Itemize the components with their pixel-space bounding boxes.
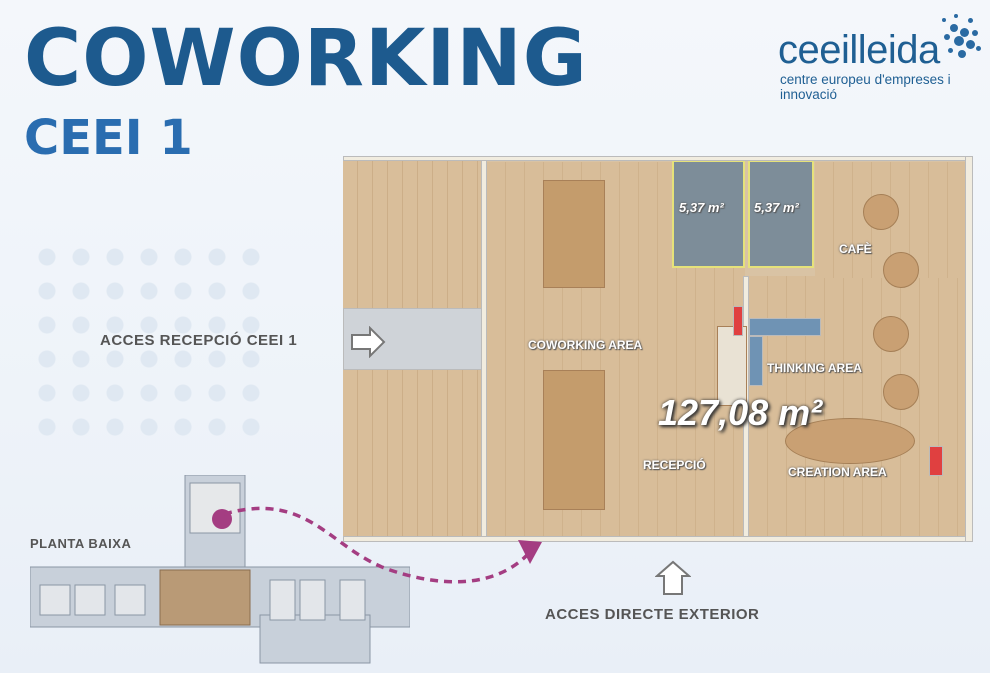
ground-floor-label: PLANTA BAIXA bbox=[30, 536, 132, 551]
logo-tagline: centre europeu d'empreses i innovació bbox=[780, 72, 951, 102]
bathroom-area: 5,37 m² bbox=[679, 200, 724, 215]
page-title: COWORKING bbox=[24, 14, 588, 104]
zone-reception: RECEPCIÓ bbox=[643, 458, 706, 472]
mini-floor-plan bbox=[30, 475, 410, 664]
logo-name: ceeilleida bbox=[778, 28, 940, 72]
bathroom-area: 5,37 m² bbox=[754, 200, 799, 215]
total-area: 127,08 m² bbox=[658, 392, 823, 433]
logo-dots-icon bbox=[928, 10, 984, 66]
zone-creation: CREATION AREA bbox=[788, 465, 887, 479]
arrow-right-icon bbox=[351, 326, 386, 358]
route-arrow bbox=[223, 506, 542, 584]
reception-access-label: ACCES RECEPCIÓ CEEI 1 bbox=[100, 332, 298, 349]
bathroom bbox=[672, 160, 745, 268]
floor-plan: 5,37 m² 5,37 m² COWORKING AREA RECEPCIÓ … bbox=[343, 156, 973, 542]
zone-thinking: THINKING AREA bbox=[767, 361, 862, 375]
page-subtitle: CEEI 1 bbox=[24, 110, 193, 166]
zone-cafe: CAFÈ bbox=[839, 242, 872, 256]
zone-coworking: COWORKING AREA bbox=[528, 338, 643, 352]
arrow-up-icon bbox=[655, 560, 691, 595]
exterior-access-label: ACCES DIRECTE EXTERIOR bbox=[545, 606, 760, 623]
bathroom bbox=[748, 160, 814, 268]
